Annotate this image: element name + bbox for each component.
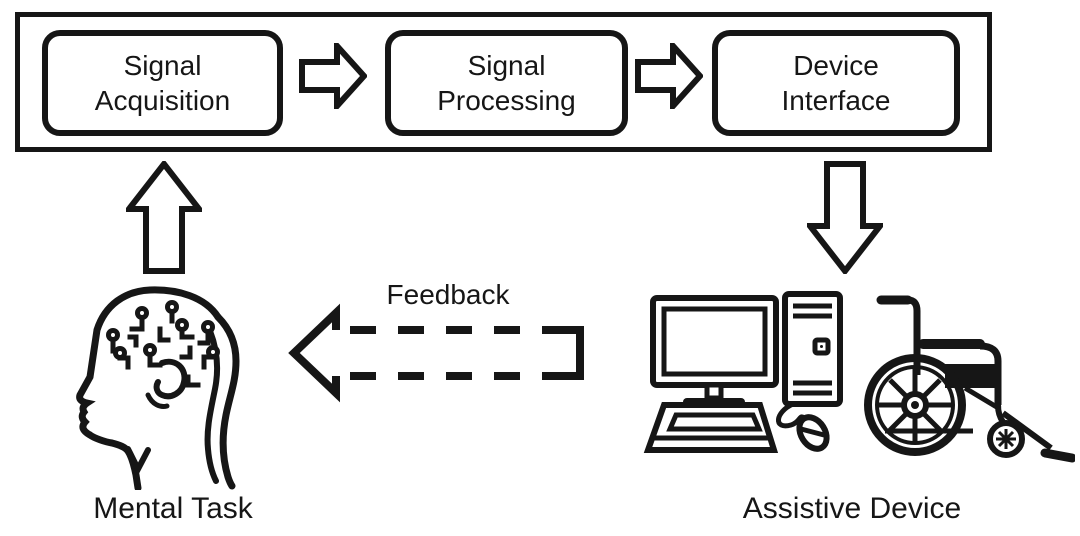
stage-label-line: Device — [793, 50, 879, 81]
feedback-dashed-left-arrow-icon — [288, 303, 584, 403]
stage-label-line: Processing — [437, 85, 576, 116]
up-block-arrow-icon — [126, 161, 202, 274]
monitor — [650, 295, 779, 406]
right-block-arrow-icon — [299, 43, 367, 109]
caster-wheel — [987, 420, 1025, 458]
desktop-computer-icon — [643, 291, 843, 453]
keyboard — [643, 402, 779, 453]
stage-label-line: Signal — [467, 50, 546, 81]
right-block-arrow-icon — [635, 43, 703, 109]
stage-device-interface: Device Interface — [712, 30, 960, 136]
down-block-arrow-icon — [807, 161, 883, 274]
brain-circuit-head-icon — [76, 286, 240, 490]
stage-label-line: Acquisition — [94, 85, 231, 116]
stage-label-line: Interface — [781, 85, 891, 116]
wheelchair-icon — [864, 295, 1075, 463]
mental-task-label: Mental Task — [93, 492, 253, 525]
stage-label-line: Signal — [123, 50, 202, 81]
feedback-label: Feedback — [386, 279, 510, 310]
rear-wheel — [864, 354, 966, 456]
mouse — [776, 401, 830, 452]
tower — [782, 291, 843, 407]
stage-signal-acquisition: Signal Acquisition — [42, 30, 283, 136]
stage-signal-processing: Signal Processing — [385, 30, 628, 136]
assistive-device-label: Assistive Device — [742, 492, 962, 525]
